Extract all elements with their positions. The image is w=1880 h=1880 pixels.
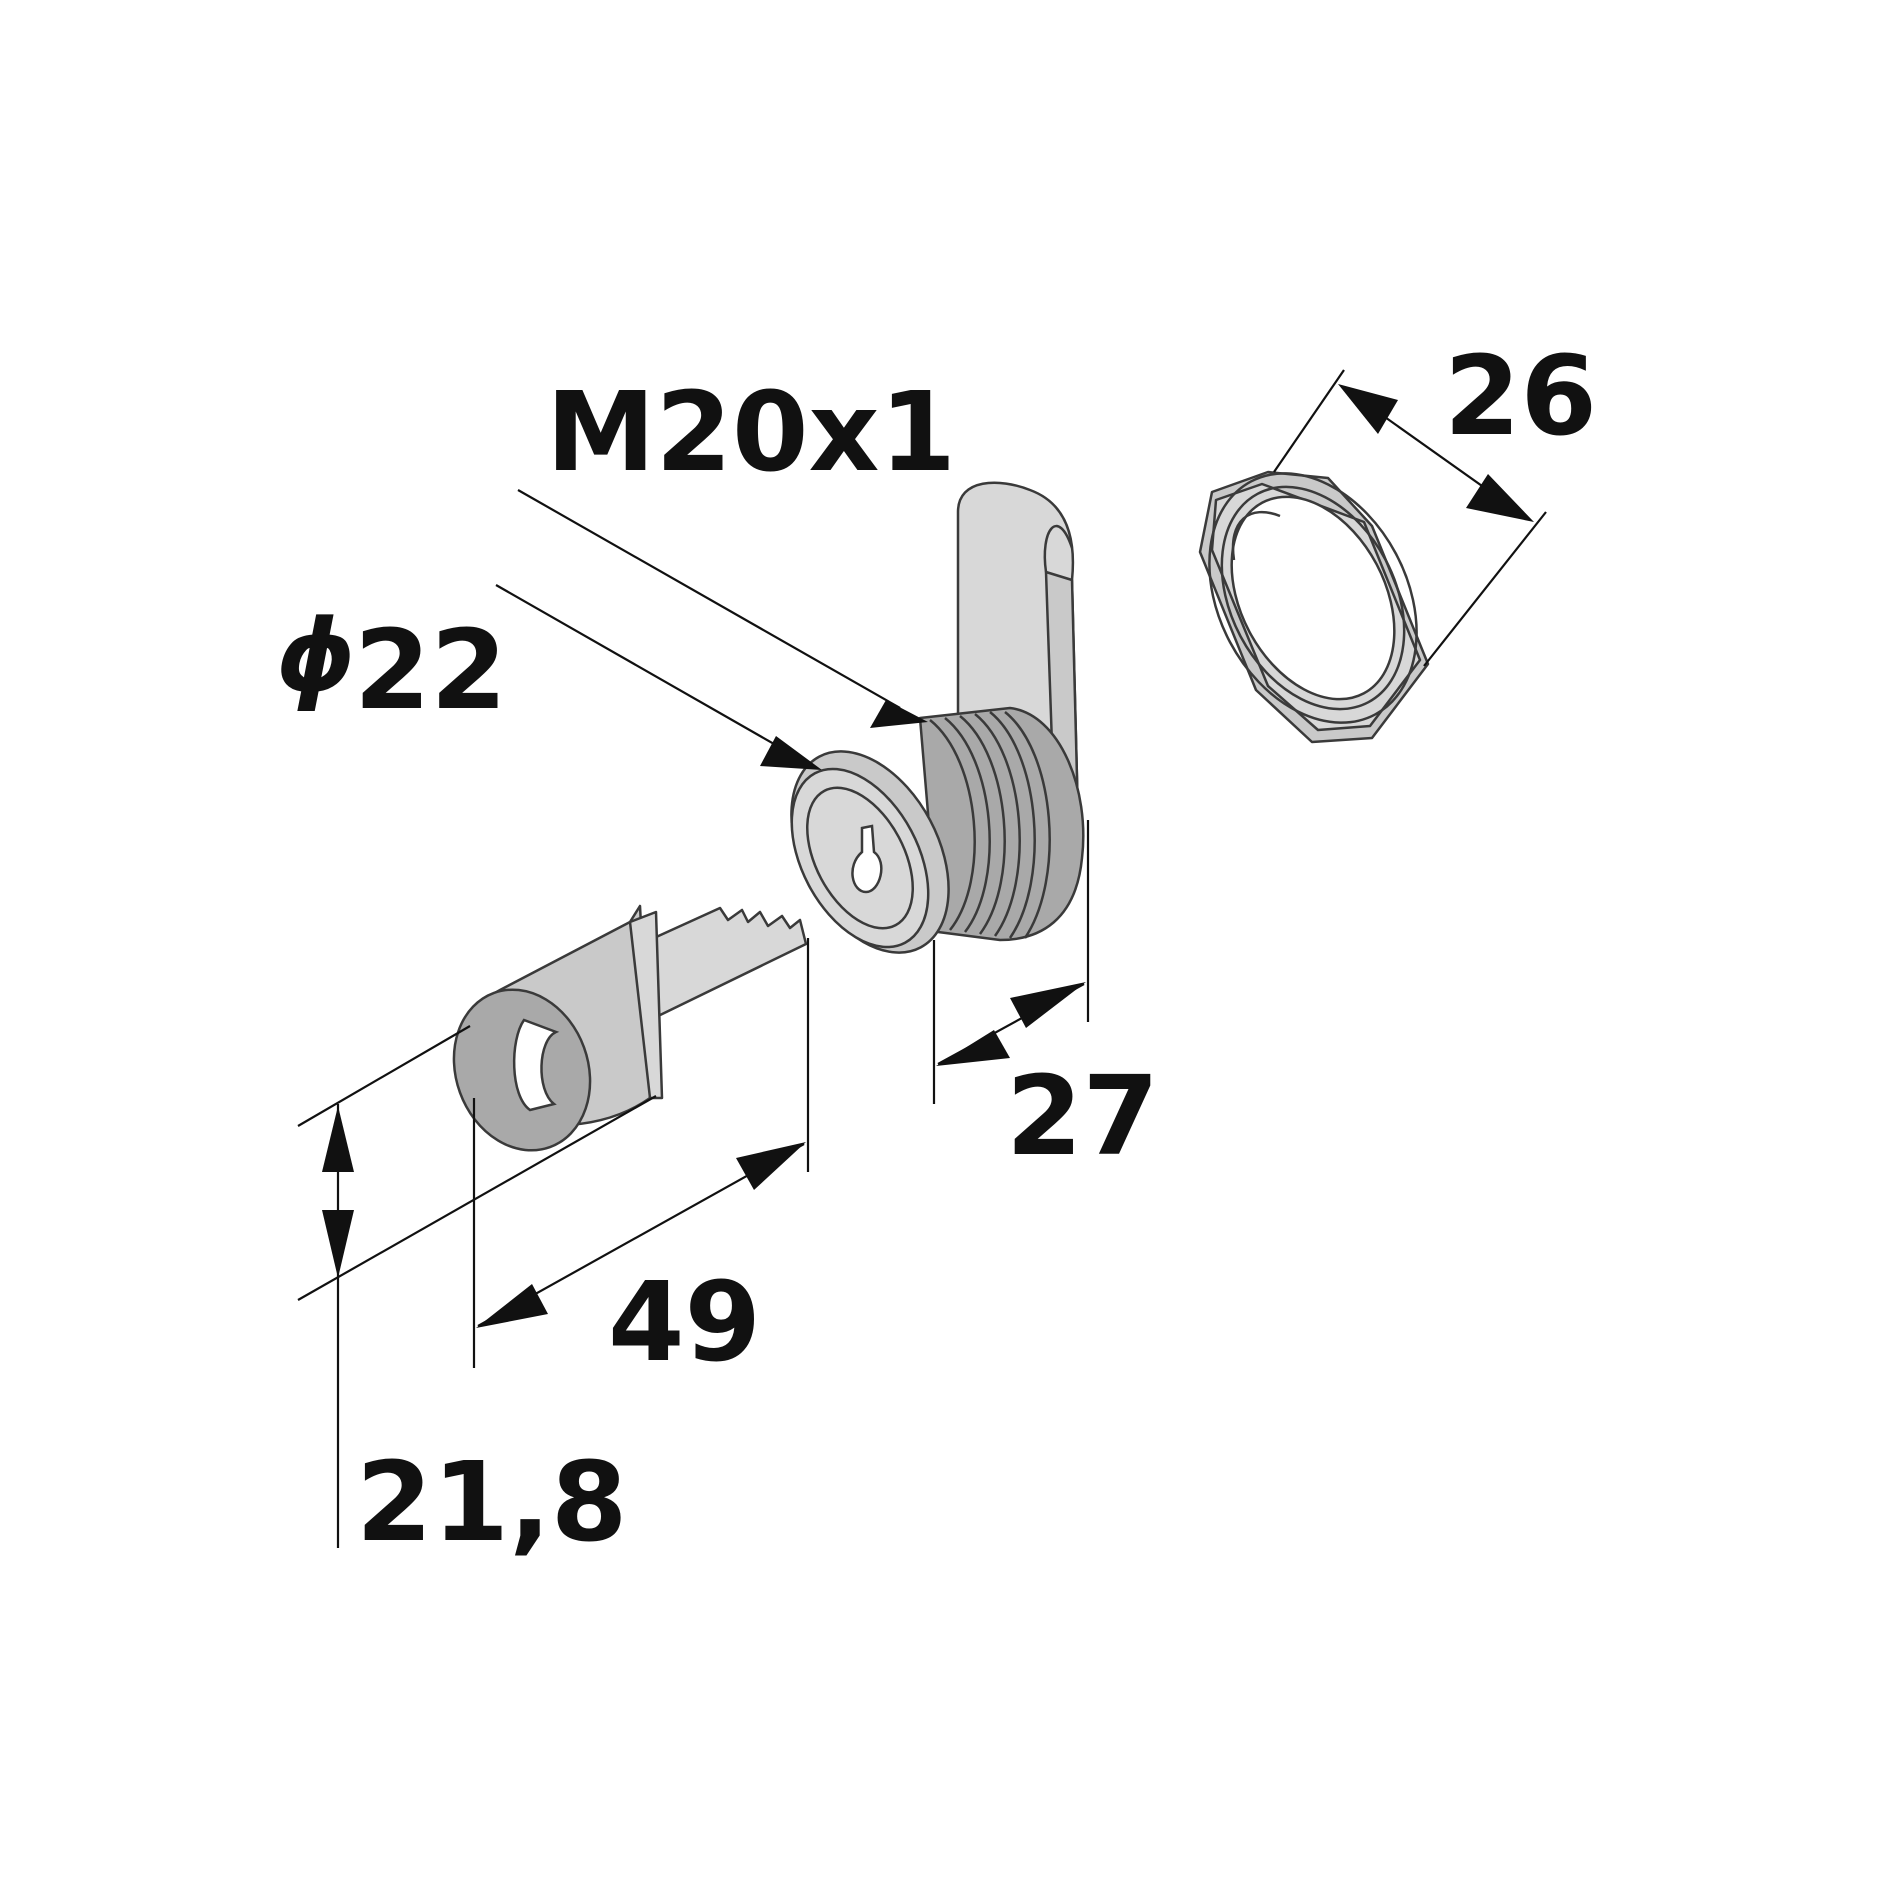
arrow-head <box>1010 982 1086 1028</box>
arrow-head <box>870 700 928 728</box>
key <box>452 904 808 1152</box>
arrow-head <box>736 1142 806 1190</box>
dimension-lines <box>297 369 1547 1548</box>
thread-lines <box>929 711 1051 939</box>
arrow-head <box>476 1284 548 1328</box>
diameter-dimension-label: 22 <box>354 606 507 734</box>
nut-width-dimension-label: 26 <box>1444 332 1597 460</box>
thread-dimension-label: M20x1 <box>546 368 956 496</box>
cam-lock-body <box>790 706 1085 954</box>
arrow-head <box>760 736 822 770</box>
arrow-head <box>1338 384 1398 434</box>
arrow-head <box>936 1030 1010 1066</box>
arrow-head <box>1466 474 1534 522</box>
keyhole-icon <box>851 824 883 894</box>
key-length-dimension-label: 49 <box>608 1258 761 1386</box>
arrow-head <box>322 1210 354 1278</box>
body-length-dimension-label: 27 <box>1006 1052 1159 1180</box>
hex-nut <box>1198 470 1430 744</box>
diameter-symbol: ϕ <box>276 597 356 714</box>
arrow-head <box>322 1106 354 1172</box>
key-height-dimension-label: 21,8 <box>356 1438 627 1566</box>
